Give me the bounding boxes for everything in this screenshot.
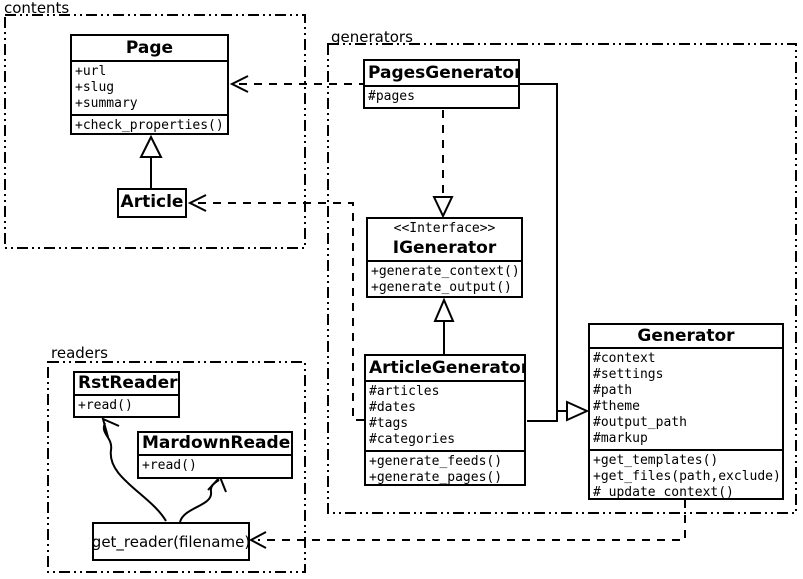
attribute: #articles	[369, 384, 440, 399]
method: +generate_pages()	[369, 470, 503, 485]
method: +get_files(path,exclude)	[593, 469, 781, 484]
class-igenerator: <<Interface>> IGenerator +generate_conte…	[366, 217, 523, 298]
edge-pagesgenerator-depends-page	[229, 75, 363, 93]
package-readers-border	[47, 361, 306, 573]
class-articlegenerator-attributes: #articles #dates #tags #categories	[366, 380, 524, 450]
class-page-attributes: +url +slug +summary	[72, 60, 227, 114]
class-article-title: Article	[120, 192, 184, 212]
edge-articlegenerator-depends-article	[187, 194, 364, 421]
attribute: #output_path	[593, 415, 687, 430]
class-generator-attributes: #context #settings #path #theme #output_…	[590, 347, 782, 449]
edge-generators-extend-generator	[520, 83, 590, 422]
class-rstreader: RstReader +read()	[73, 371, 180, 418]
attribute: #settings	[593, 367, 664, 382]
edge-generator-depends-getreader	[248, 500, 686, 549]
function-get-reader: get_reader(filename)	[92, 522, 250, 561]
class-page-methods: +check_properties()	[72, 114, 227, 133]
attribute: +slug	[75, 80, 115, 95]
function-get-reader-label: get_reader(filename)	[92, 532, 250, 551]
edge-getreader-to-rstreader	[101, 417, 167, 522]
method: +read()	[142, 458, 197, 473]
attribute: +url	[75, 64, 107, 79]
class-generator-title: Generator	[637, 326, 735, 346]
attribute: #context	[593, 351, 656, 366]
method: +generate_context()	[371, 264, 520, 279]
class-rstreader-title: RstReader	[78, 373, 178, 393]
class-igenerator-title: IGenerator	[392, 238, 497, 258]
class-articlegenerator-title: ArticleGenerator	[369, 358, 526, 378]
class-pagesgenerator-attributes: #pages	[365, 85, 518, 107]
attribute: #pages	[368, 89, 415, 104]
class-igenerator-methods: +generate_context() +generate_output()	[368, 260, 521, 296]
class-markdownreader-methods: +read()	[139, 454, 291, 476]
class-article: Article	[117, 188, 187, 218]
class-articlegenerator-methods: +generate_feeds() +generate_pages()	[366, 450, 524, 485]
attribute: #categories	[369, 432, 456, 447]
method: +check_properties()	[75, 118, 224, 133]
edge-article-extends-page	[139, 134, 163, 188]
method: +generate_feeds()	[369, 454, 503, 469]
class-generator: Generator #context #settings #path #them…	[588, 323, 784, 500]
class-igenerator-header: <<Interface>> IGenerator	[368, 219, 521, 260]
attribute: #tags	[369, 416, 409, 431]
class-generator-methods: +get_templates() +get_files(path,exclude…	[590, 449, 782, 500]
method: #_update_context()	[593, 485, 734, 500]
edge-pagesgenerator-implements-igenerator	[432, 110, 454, 219]
class-page: Page +url +slug +summary +check_properti…	[70, 34, 229, 135]
class-page-title: Page	[125, 38, 174, 58]
package-generators-border	[327, 43, 797, 514]
attribute: #path	[593, 383, 633, 398]
class-markdownreader: MardownReader +read()	[137, 431, 293, 479]
attribute: #dates	[369, 400, 416, 415]
package-label-generators: generators	[331, 28, 413, 46]
class-igenerator-stereotype: <<Interface>>	[393, 221, 496, 236]
package-label-readers: readers	[51, 344, 108, 362]
package-label-contents: contents	[4, 0, 70, 17]
class-articlegenerator: ArticleGenerator #articles #dates #tags …	[364, 354, 526, 486]
package-contents-border	[4, 14, 306, 249]
attribute: +summary	[75, 96, 138, 111]
method: +read()	[78, 398, 133, 413]
class-pagesgenerator-title: PagesGenerator	[368, 63, 520, 83]
class-pagesgenerator: PagesGenerator #pages	[363, 59, 520, 109]
edge-getreader-to-markdownreader	[179, 475, 227, 523]
attribute: #theme	[593, 399, 640, 414]
method: +generate_output()	[371, 280, 512, 295]
class-rstreader-methods: +read()	[75, 394, 178, 416]
method: +get_templates()	[593, 453, 719, 468]
class-markdownreader-title: MardownReader	[142, 433, 293, 453]
edge-articlegenerator-implements-igenerator	[433, 297, 455, 354]
attribute: #markup	[593, 431, 648, 446]
